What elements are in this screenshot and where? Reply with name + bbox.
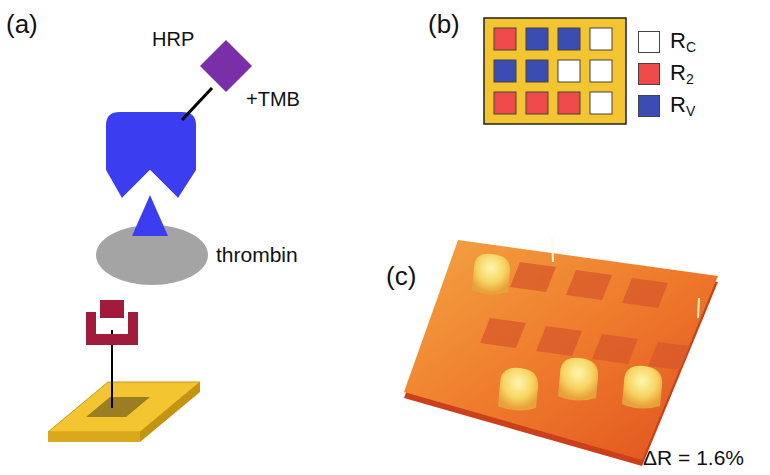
- epitope: [132, 195, 168, 236]
- legend-row: RC: [638, 28, 696, 55]
- antibody: [106, 112, 196, 198]
- panel-label: (b): [428, 10, 460, 39]
- legend-text: RC: [670, 28, 696, 55]
- enzyme-label: HRP: [152, 28, 194, 50]
- conjugate-link: [182, 88, 212, 120]
- aptamer-bit: [100, 300, 124, 318]
- legend-text: RV: [670, 92, 695, 119]
- legend-text: R2: [670, 60, 694, 87]
- chip: [484, 18, 626, 124]
- hrp-diamond: [200, 40, 252, 92]
- legend-swatch: [638, 63, 660, 85]
- gold-substrate: [48, 382, 200, 442]
- panel-label: (a): [6, 10, 38, 39]
- substrate-label: +TMB: [246, 88, 300, 110]
- surface-plot: [404, 236, 718, 466]
- legend-row: RV: [638, 92, 695, 119]
- protein-label: thrombin: [216, 243, 298, 266]
- legend-row: R2: [638, 60, 694, 87]
- scale-label: ΔR = 1.6%: [643, 446, 744, 469]
- legend-swatch: [638, 31, 660, 53]
- panel-label: (c): [386, 262, 416, 291]
- legend-swatch: [638, 95, 660, 117]
